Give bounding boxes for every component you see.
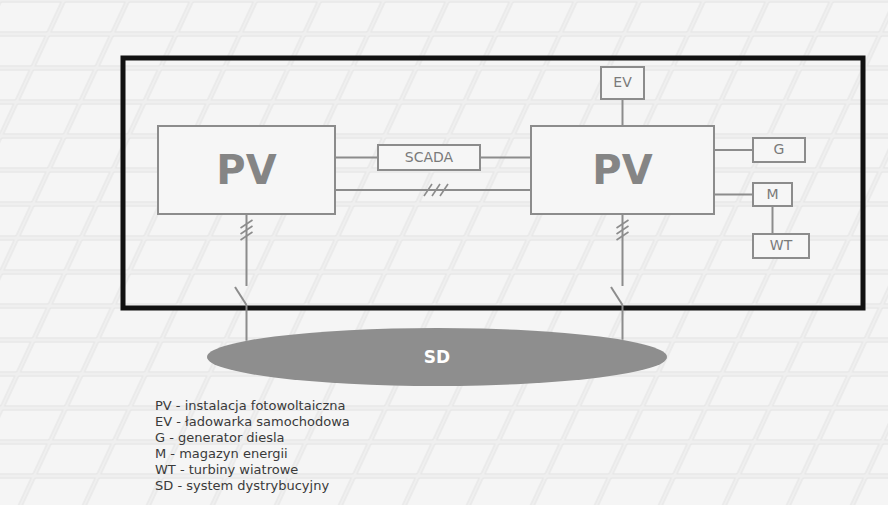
connector-line: [336, 157, 377, 159]
node-label: EV: [613, 75, 631, 90]
switch-symbols: [235, 287, 623, 305]
ev-charger-box: EV: [600, 66, 645, 100]
connector-line: [622, 100, 624, 125]
scada-box: SCADA: [377, 144, 481, 171]
distribution-ellipse: SD: [207, 328, 667, 386]
legend-list: PV - instalacja fotowoltaicznaEV - ładow…: [155, 398, 350, 494]
storage-box: M: [752, 182, 793, 207]
pv-installation-box: PV: [530, 125, 715, 215]
key-line: SD - system dystrybucyjny: [155, 478, 350, 494]
node-label: WT: [770, 238, 792, 253]
connector-line: [772, 207, 774, 233]
key-line: M - magazyn energii: [155, 446, 350, 462]
site-boundary: [123, 58, 863, 308]
node-label: PV: [592, 148, 652, 192]
node-label: PV: [216, 148, 276, 192]
key-line: G - generator diesla: [155, 430, 350, 446]
node-label: M: [766, 187, 778, 202]
key-line: PV - instalacja fotowoltaiczna: [155, 398, 350, 414]
wind-turbine-box: WT: [752, 233, 810, 259]
key-line: EV - ładowarka samochodowa: [155, 414, 350, 430]
connector-line: [622, 215, 624, 340]
connector-line: [715, 194, 752, 196]
node-label: SCADA: [405, 150, 453, 165]
ellipse-fill: [207, 328, 667, 386]
generator-box: G: [752, 137, 806, 163]
connector-line: [336, 189, 530, 191]
connector-line: [246, 215, 248, 341]
key-line: WT - turbiny wiatrowe: [155, 462, 350, 478]
connector-line: [481, 157, 530, 159]
connector-line: [715, 149, 752, 151]
pv-installation-box: PV: [157, 125, 336, 215]
node-label: G: [774, 142, 785, 157]
node-label: SD: [424, 348, 450, 367]
